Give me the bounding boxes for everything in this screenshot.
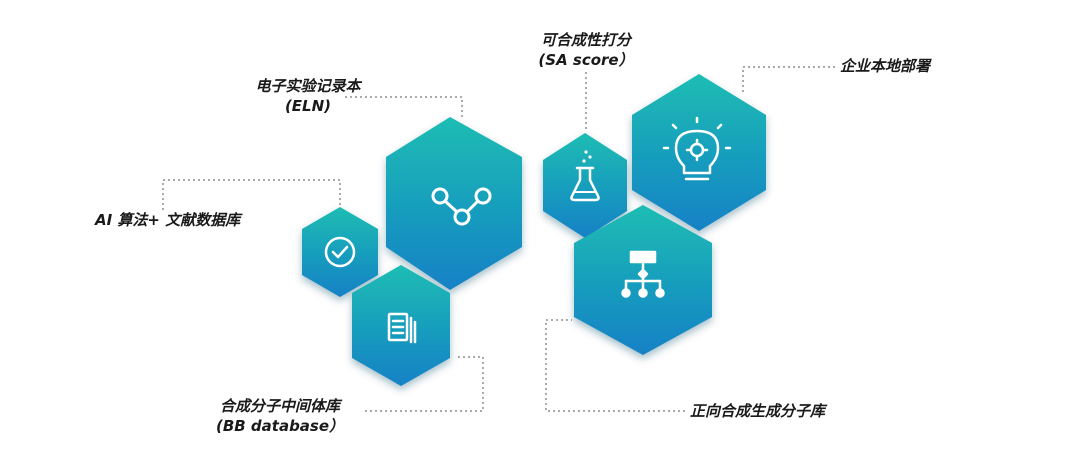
label-forward-synthesis-line1: 正向合成生成分子库	[690, 402, 826, 420]
connector-eln	[345, 96, 463, 118]
document-stack-icon	[387, 312, 417, 344]
label-ai-literature: AI 算法+ 文献数据库	[95, 210, 240, 230]
share-nodes-icon	[431, 187, 492, 226]
flask-icon	[570, 150, 600, 202]
connector-lines	[162, 66, 835, 412]
label-bb-database: 合成分子中间体库 (BB database）	[195, 396, 365, 436]
label-sa-score-line2: (SA score）	[538, 51, 634, 69]
label-forward-synthesis: 正向合成生成分子库	[690, 401, 825, 421]
check-circle-icon	[324, 236, 356, 268]
hex-enterprise	[632, 74, 766, 231]
hierarchy-tree-icon	[621, 250, 665, 298]
label-bb-database-line1: 合成分子中间体库	[219, 397, 340, 415]
hex-ai-literature	[302, 207, 378, 297]
label-sa-score-line1: 可合成性打分	[540, 31, 631, 49]
label-eln-line2: (ELN)	[284, 97, 332, 115]
hex-eln	[386, 117, 522, 290]
connector-enterprise	[742, 66, 835, 92]
label-eln: 电子实验记录本 (ELN)	[243, 76, 373, 116]
connector-ai-literature	[162, 179, 341, 210]
label-sa-score: 可合成性打分 (SA score）	[521, 30, 651, 70]
hex-sa-score	[543, 133, 627, 238]
hex-bb-database	[352, 265, 450, 386]
lightbulb-gear-icon	[662, 116, 732, 181]
label-enterprise-line1: 企业本地部署	[840, 57, 931, 75]
label-eln-line1: 电子实验记录本	[255, 77, 361, 95]
label-ai-literature-line1: AI 算法+ 文献数据库	[95, 211, 241, 229]
label-bb-database-line2: (BB database）	[215, 417, 345, 435]
label-enterprise: 企业本地部署	[840, 56, 930, 76]
hexagons	[302, 74, 766, 386]
connector-bb-database	[365, 356, 484, 412]
